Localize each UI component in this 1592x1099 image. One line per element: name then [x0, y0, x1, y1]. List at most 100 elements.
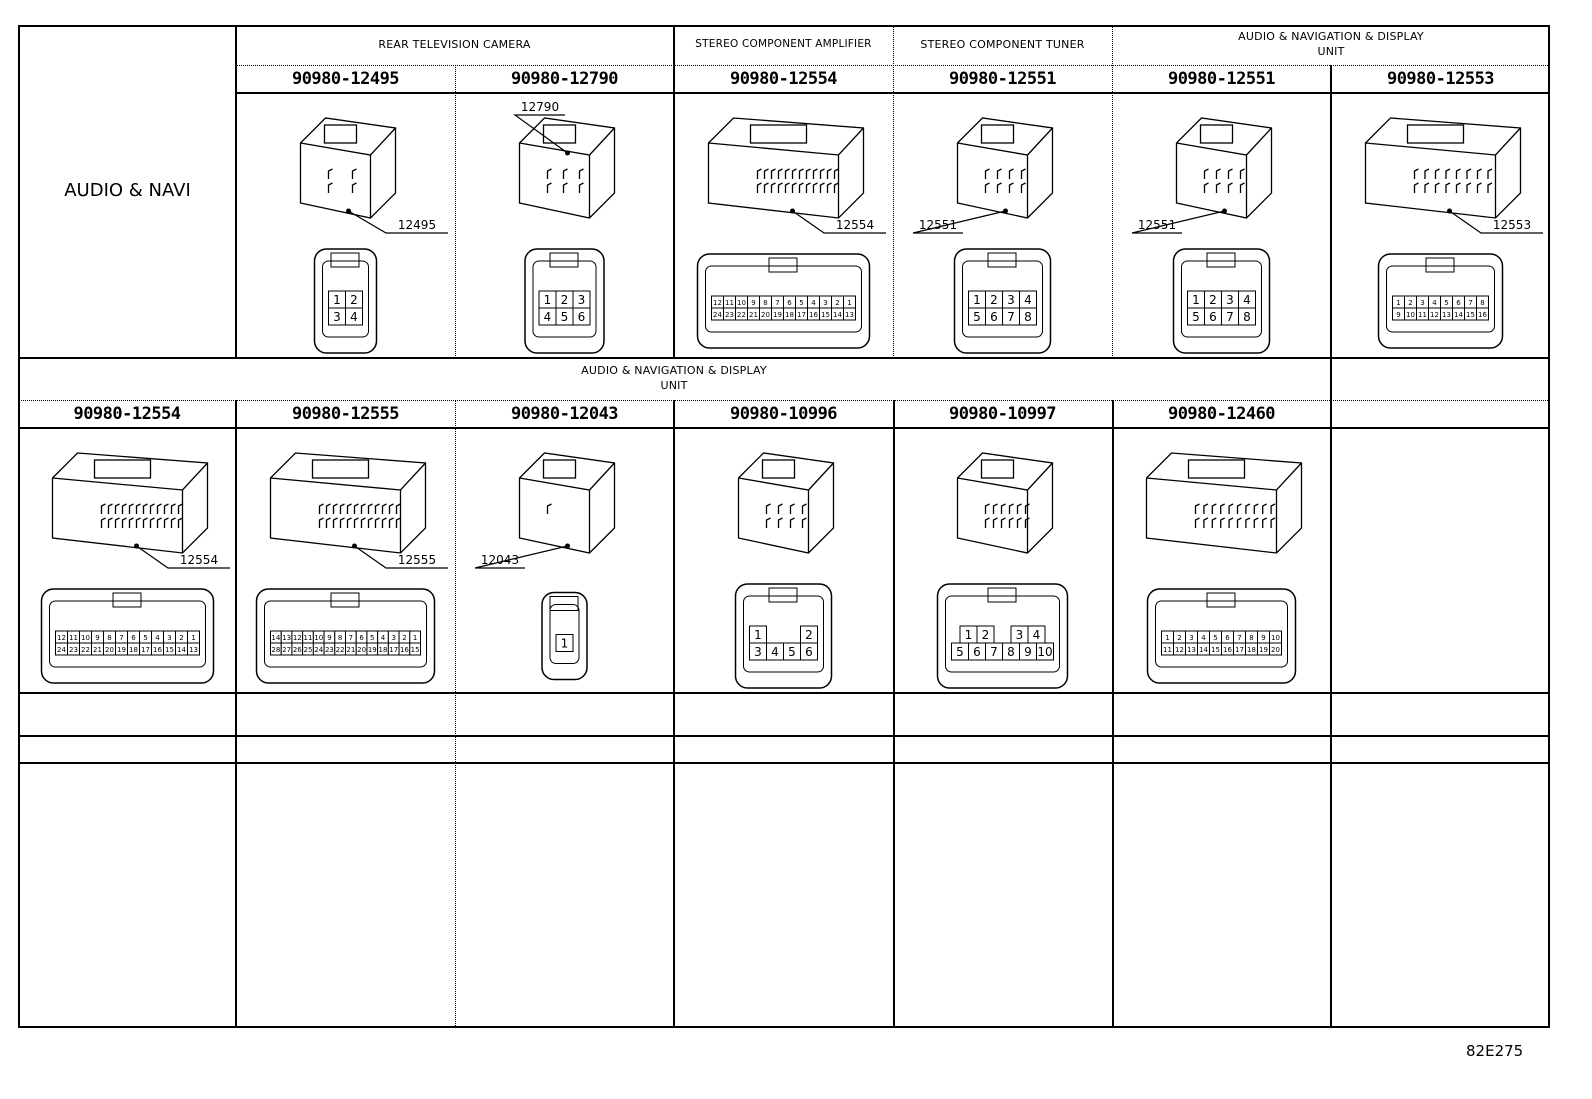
terminal-cavity — [1245, 503, 1251, 514]
connector-face-view: 1 — [541, 591, 588, 681]
pin-number: 8 — [1243, 310, 1251, 324]
connector-latch — [93, 459, 152, 479]
terminal-cavity — [765, 517, 771, 528]
terminal-cavity — [801, 503, 807, 514]
divider — [893, 400, 895, 1028]
pin-cell — [800, 642, 818, 661]
connector-latch — [311, 459, 370, 479]
connector-body — [707, 117, 865, 219]
terminal-cavity — [826, 168, 832, 179]
terminal-cavity — [1445, 168, 1451, 179]
connector-body — [737, 452, 835, 554]
callout: 12790 — [513, 100, 570, 156]
pin-number: 10 — [737, 299, 746, 307]
divider — [893, 25, 894, 358]
pin-number: 4 — [1243, 293, 1251, 307]
terminal-cavity — [327, 168, 333, 179]
terminal-cavity — [812, 168, 818, 179]
terminal-cavity — [1008, 182, 1014, 193]
pin-number: 1 — [561, 636, 569, 650]
divider — [1112, 25, 1113, 358]
group-title-tuner: STEREO COMPONENT TUNER — [920, 38, 1085, 51]
terminal-cavity — [327, 182, 333, 193]
terminal-cavity — [992, 517, 998, 528]
terminal-cavity — [756, 168, 762, 179]
callout-label: 12554 — [836, 218, 874, 232]
connector-iso-view — [707, 117, 865, 219]
terminal-cavity — [789, 517, 795, 528]
pin-number: 15 — [411, 646, 420, 654]
pin-number: 18 — [129, 646, 138, 654]
pin-number: 23 — [69, 646, 78, 654]
pin-number: 8 — [1024, 310, 1032, 324]
connector-iso-view — [956, 117, 1054, 219]
terminal-cavity — [812, 182, 818, 193]
pin-number: 27 — [282, 646, 291, 654]
terminal-cavity — [100, 517, 106, 528]
pin-number: 5 — [1444, 299, 1448, 307]
pin-number: 13 — [1442, 311, 1451, 319]
callout: 12554 — [790, 208, 886, 234]
connector-housing-inner — [743, 595, 824, 673]
terminal-cavity — [381, 517, 387, 528]
pin-number: 10 — [1037, 645, 1052, 659]
connector-lock — [768, 257, 798, 273]
pin-number: 1 — [1165, 634, 1169, 642]
group-title-line: AUDIO & NAVIGATION & DISPLAY — [581, 364, 767, 377]
pin-number: 16 — [153, 646, 162, 654]
connector-latch — [749, 124, 808, 144]
pin-number: 17 — [797, 311, 806, 319]
terminal-cavity — [107, 517, 113, 528]
terminal-cavity — [791, 182, 797, 193]
pin-number: 20 — [105, 646, 114, 654]
connector-housing-inner — [549, 604, 580, 664]
pin-number: 8 — [107, 634, 111, 642]
terminal-cavity — [805, 168, 811, 179]
terminal-cavity — [1487, 168, 1493, 179]
part-number: 90980-12553 — [1386, 69, 1495, 89]
connector-iso-view — [299, 117, 397, 219]
connector-body — [269, 452, 427, 554]
terminal-cavity — [1253, 517, 1259, 528]
callout-leader — [354, 545, 448, 569]
pin-number: 3 — [823, 299, 827, 307]
terminal-cavity — [318, 503, 324, 514]
pin-number: 11 — [69, 634, 78, 642]
pin-number: 14 — [177, 646, 186, 654]
pin-number: 16 — [809, 311, 818, 319]
terminal-cavity — [1466, 168, 1472, 179]
divider — [18, 357, 1550, 359]
part-number: 90980-10997 — [948, 404, 1057, 424]
pin-number: 9 — [1261, 634, 1265, 642]
terminal-cavity — [107, 503, 113, 514]
pin-number: 17 — [141, 646, 150, 654]
pin-cell — [1269, 642, 1282, 656]
part-number: 90980-12551 — [948, 69, 1057, 89]
connector-iso-view — [1364, 117, 1522, 219]
terminal-cavity — [1203, 168, 1209, 179]
terminal-cavity — [1000, 517, 1006, 528]
pin-number: 14 — [271, 634, 280, 642]
pin-number: 3 — [167, 634, 171, 642]
pin-number: 5 — [973, 310, 981, 324]
terminal-cavity — [578, 168, 584, 179]
connector-housing-inner — [1155, 600, 1288, 668]
pin-number: 2 — [990, 293, 998, 307]
pin-number: 19 — [117, 646, 126, 654]
terminal-cavity — [1203, 517, 1209, 528]
connector-edge — [300, 127, 396, 218]
pin-number: 7 — [349, 634, 353, 642]
callout: 12554 — [134, 543, 230, 569]
terminal-cavity — [1434, 168, 1440, 179]
pin-number: 19 — [368, 646, 377, 654]
pin-number: 11 — [304, 634, 313, 642]
terminal-cavity — [546, 182, 552, 193]
callout-leader — [136, 545, 230, 569]
